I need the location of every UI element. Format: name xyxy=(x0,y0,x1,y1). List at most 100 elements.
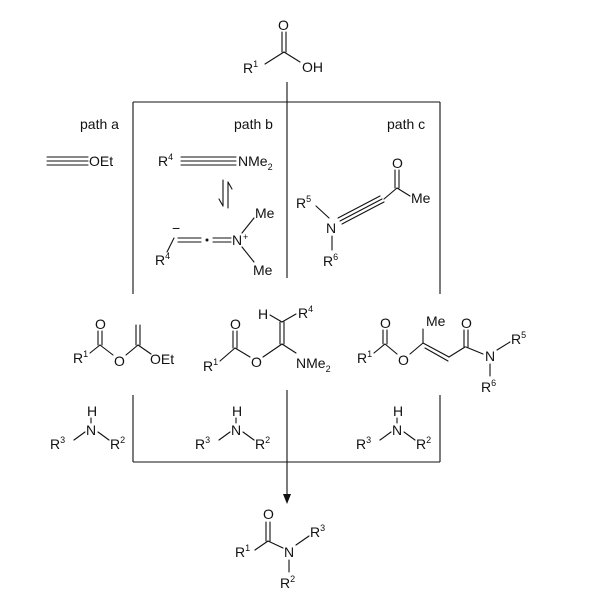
amine-a-r3-r: R xyxy=(50,436,60,452)
int-c-ester-o: O xyxy=(398,352,409,368)
product-r1-label: R1 xyxy=(235,543,250,560)
int-b-r1-r: R xyxy=(203,358,213,374)
acid-r1-bond xyxy=(264,51,285,65)
intermediate-b: R1 O O H R4 NMe2 xyxy=(203,304,331,374)
acid-r1-r: R xyxy=(243,60,253,76)
product-o-label: O xyxy=(263,506,274,522)
int-c-alkene-bond-1 xyxy=(422,342,450,358)
path-c-label: path c xyxy=(387,116,425,132)
amine-a-r2-sup: 2 xyxy=(120,435,125,445)
ynamine-nme2-label: NMe2 xyxy=(238,153,273,172)
int-c-r1-bond xyxy=(373,343,386,354)
int-c-n-label: N xyxy=(485,348,495,364)
int-b-h-bond xyxy=(269,314,283,323)
amide-product: O R1 N R3 R2 xyxy=(235,506,325,591)
intermediate-a: R1 O O OEt xyxy=(73,316,174,369)
keten-r4-sup: 4 xyxy=(165,251,170,261)
int-a-r1-sup: 1 xyxy=(83,349,88,359)
int-b-ester-bond-2 xyxy=(262,343,283,358)
int-b-ester-o: O xyxy=(251,354,262,370)
int-a-r1-label: R1 xyxy=(73,349,88,366)
int-c-n-r5-bond xyxy=(496,341,511,351)
int-c-r6-r: R xyxy=(481,379,491,395)
int-b-carbonyl-o: O xyxy=(230,316,241,332)
ynamide-triple-3 xyxy=(341,201,385,225)
carboxylic-acid: O R1 OH xyxy=(243,17,323,76)
product-r2-sup: 2 xyxy=(290,574,295,584)
int-b-r4-label: R4 xyxy=(298,304,313,321)
int-c-r1-sup: 1 xyxy=(367,349,372,359)
ynamide-r5-bond xyxy=(315,205,330,219)
int-c-r6-sup: 6 xyxy=(491,378,496,388)
int-c-r5-sup: 5 xyxy=(521,330,526,340)
amine-a-r3-sup: 3 xyxy=(60,435,65,445)
int-b-nme2-label: NMe2 xyxy=(296,355,331,374)
int-c-me-label: Me xyxy=(426,313,446,329)
product-cn-bond xyxy=(267,540,284,549)
ynamide-r6-sup: 6 xyxy=(333,252,338,262)
scheme-frame xyxy=(132,82,441,504)
int-a-r1-bond xyxy=(89,344,101,354)
amine-a-r2-r: R xyxy=(110,436,120,452)
amine-a-r3-label: R3 xyxy=(50,435,65,452)
keten-r4-r: R xyxy=(155,252,165,268)
keten-me-bottom-label: Me xyxy=(253,262,273,278)
amine-b-r2-sup: 2 xyxy=(265,435,270,445)
keten-center-dot xyxy=(205,238,209,242)
ynamide-triple-1 xyxy=(337,195,381,219)
ynamide-r5-r: R xyxy=(296,195,306,211)
ynamide: R5 N R6 O Me xyxy=(296,155,431,269)
ketenimmonium-ion: − N + Me Me R4 xyxy=(155,205,275,278)
int-b-r1-bond xyxy=(219,347,236,362)
amine-a-n-label: N xyxy=(86,422,96,438)
keten-me-top-bond xyxy=(241,217,255,234)
int-c-amide-c-bond xyxy=(448,346,466,358)
amine-a-r2-bond xyxy=(97,431,110,441)
amine-b-r3-sup: 3 xyxy=(205,435,210,445)
amine-c-r2-sup: 2 xyxy=(426,435,431,445)
amine-c-r3-bond xyxy=(379,431,392,441)
product-n-label: N xyxy=(284,544,294,560)
keten-r4-bond xyxy=(166,237,175,253)
amine-c: H N R3 R2 xyxy=(356,403,431,452)
product-r3-r: R xyxy=(310,524,320,540)
int-b-r4-r: R xyxy=(298,305,308,321)
product-arrow-head xyxy=(283,494,291,504)
product-r1-r: R xyxy=(235,544,245,560)
ynamine-nme: NMe xyxy=(238,153,268,169)
int-a-oet-label: OEt xyxy=(150,351,174,367)
int-c-amide-n-bond xyxy=(465,346,484,355)
int-a-r1-r: R xyxy=(73,350,83,366)
intermediate-c: R1 O O Me O N R5 R6 xyxy=(357,313,526,395)
int-c-ester-bond-2 xyxy=(409,342,424,355)
int-c-ester-bond-1 xyxy=(384,343,398,355)
ynamide-n-label: N xyxy=(326,220,336,236)
amine-a-r2-label: R2 xyxy=(110,435,125,452)
amine-b-r2-label: R2 xyxy=(255,435,270,452)
amine-c-r2-r: R xyxy=(416,436,426,452)
product-r1-sup: 1 xyxy=(245,543,250,553)
int-b-r1-label: R1 xyxy=(203,357,218,374)
ynol-oet-label: OEt xyxy=(89,153,113,169)
ynamine: R4 NMe2 xyxy=(158,152,273,172)
product-r3-bond xyxy=(295,535,310,546)
amine-b-r3-r: R xyxy=(195,436,205,452)
keten-me-bottom-bond xyxy=(241,246,255,263)
int-a-ester-o: O xyxy=(114,353,125,369)
product-r3-sup: 3 xyxy=(320,523,325,533)
acid-oh-bond xyxy=(283,51,301,63)
int-c-r1-label: R1 xyxy=(357,349,372,366)
amine-b: H N R3 R2 xyxy=(195,403,270,452)
keten-r4-label: R4 xyxy=(155,251,170,268)
amine-c-r3-label: R3 xyxy=(356,435,371,452)
amine-c-r2-bond xyxy=(403,431,416,441)
ynamide-r6-label: R6 xyxy=(323,252,338,269)
amine-b-r3-bond xyxy=(218,431,231,441)
amine-c-r2-label: R2 xyxy=(416,435,431,452)
amine-c-h-label: H xyxy=(393,403,403,419)
keten-minus-label: − xyxy=(172,220,180,236)
ynamine-r4-r: R xyxy=(158,153,168,169)
ynamide-triple-2 xyxy=(339,198,383,222)
int-b-r4-bond xyxy=(281,313,297,323)
